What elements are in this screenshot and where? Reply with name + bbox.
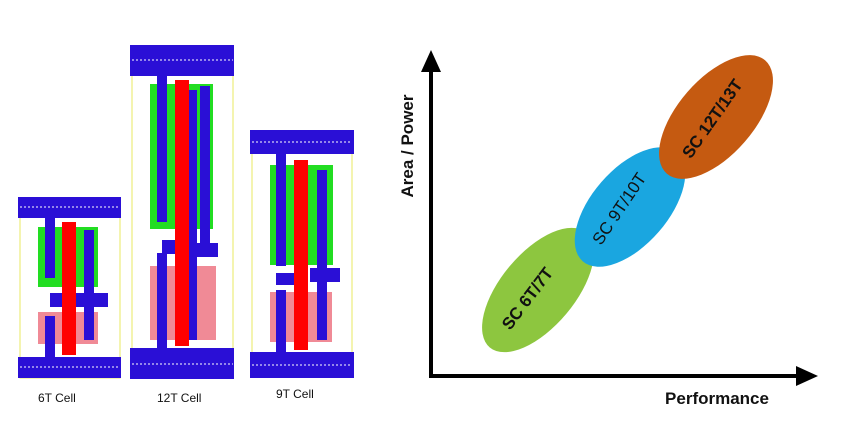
- y-axis-label: Area / Power: [398, 94, 417, 197]
- cell-6t: 6T Cell: [18, 197, 121, 405]
- cell-6t-metal-left-bottom: [45, 316, 55, 357]
- cell-6t-metal-bar: [50, 293, 108, 307]
- cell-9t-metal-right: [317, 170, 327, 340]
- cell-12t-metal-left-bottom: [157, 253, 167, 348]
- cell-12t-metal-right: [200, 86, 210, 254]
- cell-12t-metal-bar-right: [196, 243, 218, 257]
- x-axis-label: Performance: [665, 389, 769, 408]
- x-axis-arrowhead: [796, 366, 818, 386]
- cell-12t-metal-mid: [187, 90, 197, 340]
- cell-9t-gate: [294, 160, 308, 350]
- cell-6t-metal-right: [84, 230, 94, 340]
- cell-12t-metal-bar-left: [162, 240, 176, 254]
- cell-12t-metal-left-top: [157, 76, 167, 222]
- region-sc-12t-13t: [659, 55, 773, 179]
- cell-9t-label: 9T Cell: [276, 387, 314, 401]
- region-sc-9t-10t: [574, 147, 686, 267]
- cell-6t-label: 6T Cell: [38, 391, 76, 405]
- cell-9t-metal-left-bottom: [276, 290, 286, 352]
- cell-12t: 12T Cell: [130, 45, 234, 405]
- cell-9t-metal-bar-right: [310, 268, 340, 282]
- cell-9t: 9T Cell: [250, 130, 354, 401]
- region-sc-6t-7t: [482, 227, 594, 353]
- cell-12t-label: 12T Cell: [157, 391, 201, 405]
- cell-6t-metal-left-top: [45, 218, 55, 278]
- cell-12t-gate: [175, 80, 189, 346]
- tradeoff-plot: Area / Power Performance SC 6T/7T SC 9T/…: [398, 50, 818, 408]
- cell-9t-metal-left-top: [276, 154, 286, 266]
- cell-6t-gate: [62, 222, 76, 355]
- cell-9t-metal-bar-left: [276, 273, 294, 285]
- y-axis-arrowhead: [421, 50, 441, 72]
